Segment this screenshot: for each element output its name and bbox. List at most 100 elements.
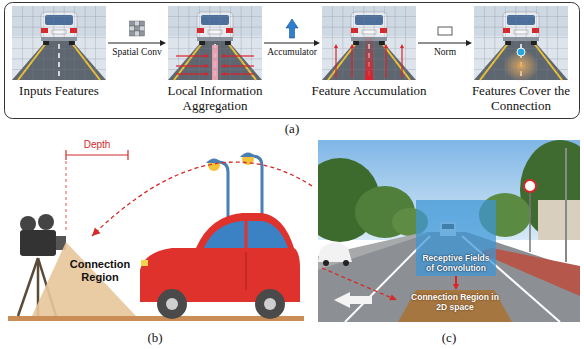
street-photo-part <box>323 260 329 266</box>
feature-map-part <box>474 37 568 38</box>
kernel-icon <box>130 21 145 36</box>
kernel-icon-part <box>140 21 145 26</box>
street-photo-part <box>334 292 372 308</box>
feature-map-part <box>474 27 568 28</box>
feature-map-part <box>12 37 106 38</box>
flow-arrow <box>264 40 320 46</box>
projection-line <box>322 268 392 298</box>
feature-map-part <box>12 69 106 70</box>
kernel-icon-part <box>135 26 140 31</box>
camera-car-illustration-part <box>240 153 256 158</box>
camera-car-illustration <box>8 150 312 321</box>
feature-map-part <box>188 6 189 80</box>
label-slot: (c) <box>442 330 456 345</box>
camera-car-illustration-part <box>92 228 101 237</box>
feature-map-part <box>168 37 262 38</box>
feature-map-part <box>205 72 209 76</box>
feature-map-part <box>221 64 225 68</box>
camera-car-illustration-part <box>245 221 248 248</box>
feature-map-part <box>351 12 387 40</box>
feature-map-part <box>251 6 252 80</box>
feature-map-part <box>212 45 218 80</box>
feature-map-part <box>199 41 205 45</box>
feature-map-part <box>32 6 33 80</box>
receptive-field-box: Receptive Fields of Convolution <box>416 200 496 276</box>
camera-car-illustration-part <box>38 214 54 230</box>
camera-car-illustration-part <box>140 213 300 302</box>
feature-map-part <box>474 16 568 17</box>
feature-map-part <box>168 58 262 59</box>
feature-map <box>12 6 106 80</box>
region-text-slot: Connection Region <box>60 258 140 284</box>
feature-map-part <box>52 30 66 34</box>
street-photo-part <box>318 242 352 262</box>
street-photo-part <box>318 233 430 270</box>
flow-arrow-part <box>453 284 459 290</box>
camera-car-illustration-part <box>264 298 276 310</box>
camera-car-illustration-part <box>141 260 148 266</box>
panel-frame <box>5 3 580 119</box>
label-slot: (b) <box>147 330 162 345</box>
caption-slot: Local Information Aggregation <box>155 83 275 113</box>
feature-map-part <box>58 44 60 80</box>
feature-map-part <box>332 6 333 80</box>
feature-map-part <box>64 6 65 80</box>
feature-map-part <box>384 44 388 48</box>
caption-slot: Features Cover the Connection <box>471 83 571 113</box>
edge-label-slot: Spatial Conv <box>112 47 161 58</box>
street-photo-part <box>538 200 580 240</box>
camera-car-illustration-part <box>66 161 67 232</box>
feature-map-part <box>12 27 106 28</box>
feature-map-part <box>205 54 209 58</box>
region-trapezoid-part <box>398 290 512 322</box>
camera-car-illustration-part <box>246 252 247 290</box>
feature-map-part <box>168 6 262 36</box>
feature-map-part <box>85 6 86 80</box>
feature-map-part <box>474 69 568 70</box>
camera-car-illustration-part <box>204 221 288 248</box>
feature-map-part <box>557 6 558 80</box>
camera-car-illustration-part <box>127 150 128 160</box>
feature-map-part <box>505 41 511 45</box>
street-photo <box>318 140 580 322</box>
feature-map-part <box>168 27 262 28</box>
kernel-icon-part <box>135 21 140 26</box>
edge-label: Norm <box>434 47 456 58</box>
feature-map-part <box>226 28 233 33</box>
feature-map-part <box>224 55 254 56</box>
region-label: Connection Region <box>60 258 140 284</box>
kernel-icon-part <box>135 31 140 36</box>
feature-map-part <box>405 6 406 80</box>
flow-arrow <box>418 40 472 46</box>
flow-arrow-part <box>455 276 457 285</box>
camera-car-illustration-part <box>20 230 56 256</box>
feature-panel: Local Information Aggregation <box>168 6 262 80</box>
feature-map-part <box>225 41 231 45</box>
kernel-icon-part <box>140 31 145 36</box>
feature-map-part <box>43 41 49 45</box>
feature-caption: Feature Accumulation <box>299 83 439 98</box>
feature-map-part <box>494 6 495 80</box>
feature-map-part <box>531 41 537 45</box>
feature-map-part <box>41 12 77 40</box>
feature-map-part <box>505 6 506 80</box>
flow-arrow-part <box>264 42 315 43</box>
feature-map-part <box>353 41 359 45</box>
feature-map-part <box>474 58 568 59</box>
feature-map-part <box>380 28 387 33</box>
feature-caption: Inputs Features <box>0 83 119 98</box>
camera-car-illustration-part <box>92 162 312 236</box>
feature-map-part <box>365 36 373 80</box>
edge-label: Accumulator <box>267 47 317 58</box>
feature-map-part <box>221 54 225 58</box>
feature-map-part <box>176 65 206 66</box>
flow-arrow-part <box>418 42 467 43</box>
feature-map-part <box>526 6 527 80</box>
feature-map-part <box>401 47 402 78</box>
feature-map-part <box>12 16 106 17</box>
feature-map-part <box>395 6 396 80</box>
feature-map-part <box>209 6 210 80</box>
norm-icon <box>438 27 452 35</box>
feature-map-part <box>12 34 106 80</box>
feature-map-part <box>484 6 485 80</box>
